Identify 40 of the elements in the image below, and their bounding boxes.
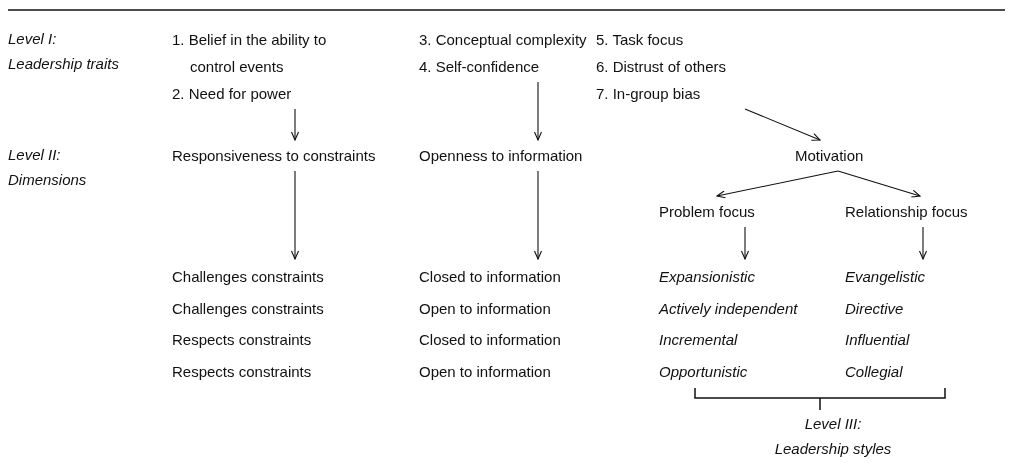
trait-item: 3. Conceptual complexity <box>419 30 587 50</box>
trait-item: 4. Self-confidence <box>419 57 541 77</box>
style-name: Opportunistic <box>659 362 749 383</box>
arrow <box>533 170 543 260</box>
arrow <box>837 170 921 198</box>
level-label: Level II: Dimensions <box>8 145 88 190</box>
trait-item: 1. Belief in the ability to control events <box>172 30 328 77</box>
level-label: Level III: Leadership styles <box>773 414 893 459</box>
dimension-value: Open to information <box>419 362 552 383</box>
dimension-label: Motivation <box>795 146 864 166</box>
style-name: Directive <box>845 298 905 319</box>
arrow <box>290 170 300 260</box>
dimension-value: Challenges constraints <box>172 267 324 287</box>
style-name: Collegial <box>845 362 904 383</box>
dimension-value: Respects constraints <box>172 330 313 351</box>
style-name: Expansionistic <box>659 267 756 287</box>
trait-item: 6. Distrust of others <box>596 57 727 77</box>
style-name: Actively independent <box>659 298 798 319</box>
dimension-label: Responsiveness to constraints <box>172 146 376 166</box>
arrow <box>918 226 928 260</box>
dimension-value: Open to information <box>419 298 552 319</box>
style-name: Incremental <box>659 330 739 351</box>
arrow <box>744 108 821 141</box>
dimension-value: Closed to information <box>419 267 561 287</box>
trait-item: 2. Need for power <box>172 84 293 104</box>
style-name: Influential <box>845 330 911 351</box>
arrow <box>716 170 839 199</box>
trait-item: 5. Task focus <box>596 30 685 50</box>
trait-item: 7. In-group bias <box>596 84 702 104</box>
dimension-label: Openness to information <box>419 146 583 166</box>
dimension-label: Problem focus <box>659 202 755 222</box>
level-label: Level I: Leadership traits <box>8 29 120 74</box>
dimension-value: Respects constraints <box>172 362 313 383</box>
style-name: Evangelistic <box>845 267 926 287</box>
arrow <box>740 226 750 260</box>
arrow <box>533 81 543 141</box>
arrow <box>290 108 300 141</box>
dimension-value: Closed to information <box>419 330 561 351</box>
dimension-label: Relationship focus <box>845 202 968 222</box>
dimension-value: Challenges constraints <box>172 298 324 319</box>
